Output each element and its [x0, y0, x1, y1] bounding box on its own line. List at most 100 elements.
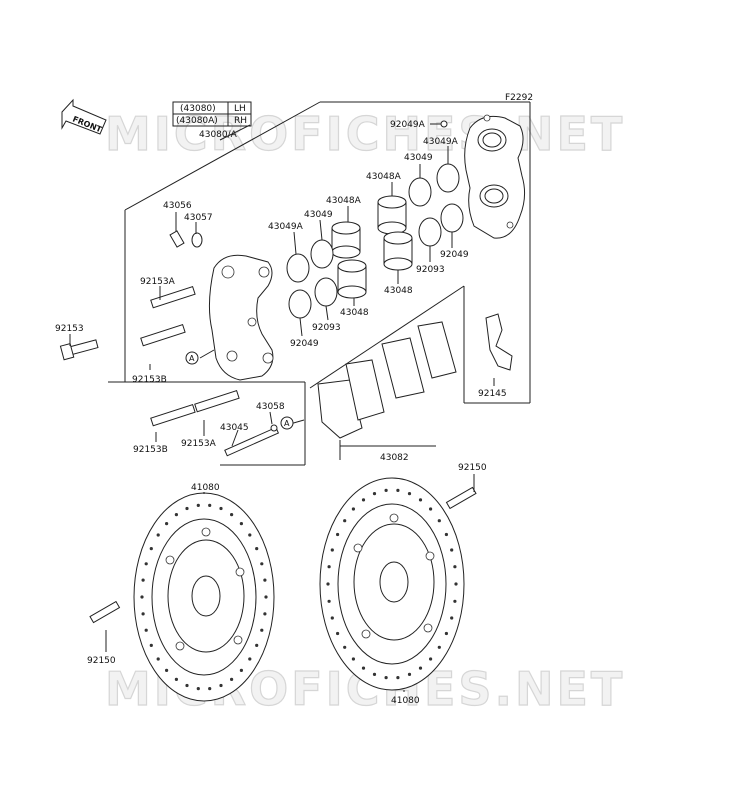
bolt-92153b-bot	[150, 403, 196, 427]
legend-part-rh: (43080A)	[176, 116, 218, 126]
callout-43045: 43045	[220, 423, 249, 433]
rotor-drill-hole	[230, 513, 234, 517]
ref-mark-a-right: A	[280, 416, 294, 430]
rotor-drill-hole	[141, 578, 145, 582]
legend-caption: 43080/A	[199, 130, 238, 140]
rotor-drill-hole	[444, 631, 448, 636]
callout-92093-right: 92093	[416, 265, 445, 275]
bleeder-valve-43056	[169, 230, 185, 248]
front-arrow-icon: FRONT	[61, 98, 107, 135]
callout-43049a-mid: 43049A	[268, 222, 304, 232]
caliper-lh-half	[208, 254, 274, 381]
callout-43048-mid: 43048	[340, 308, 369, 318]
seal-43049a-top	[436, 163, 460, 193]
callout-92153a-bot: 92153A	[181, 439, 217, 449]
watermark-top: MICROFICHES.NET	[105, 107, 625, 161]
leader-lines	[69, 123, 495, 692]
rotor-drill-hole	[336, 631, 340, 636]
legend-part-lh: (43080)	[180, 104, 216, 114]
rotor-drill-hole	[336, 532, 340, 537]
callout-41080-right: 41080	[391, 696, 420, 706]
callout-92153a-top: 92153A	[140, 277, 176, 287]
rotor-drill-hole	[149, 643, 153, 648]
seal-92093-mid	[314, 277, 338, 307]
rotor-drill-hole	[429, 507, 433, 511]
rotor-drill-hole	[208, 687, 212, 691]
rotor-drill-hole	[326, 582, 330, 586]
rotor-drill-hole	[260, 628, 264, 632]
pin-43045	[224, 426, 280, 457]
rotor-drill-hole	[343, 645, 347, 649]
rotor-drill-hole	[196, 503, 200, 507]
piston-set	[331, 195, 413, 299]
seal-43049-mid	[310, 239, 334, 269]
caliper-rh-half	[464, 114, 526, 239]
callout-92150-left: 92150	[87, 656, 116, 666]
oring-43058	[270, 424, 278, 432]
rotor-drill-hole	[327, 565, 331, 569]
rotor-drill-hole	[174, 513, 178, 517]
callout-43058: 43058	[256, 402, 285, 412]
rotor-drill-hole	[453, 599, 457, 603]
bolts	[59, 285, 477, 624]
rotor-drill-hole	[384, 676, 388, 680]
rotor-drill-hole	[372, 672, 377, 677]
rotor-drill-hole	[140, 595, 144, 599]
rotor-drill-hole	[407, 492, 412, 496]
rotor-drill-hole	[165, 668, 169, 673]
rotor-drill-hole	[453, 565, 457, 569]
callout-41080-left: 41080	[191, 483, 220, 493]
callout-43082: 43082	[380, 453, 409, 463]
rotor-drill-hole	[156, 657, 160, 661]
piston-43048a-mid	[331, 221, 361, 259]
callout-92049-mid: 92049	[290, 339, 319, 349]
pad-right	[381, 337, 425, 399]
seal-rings	[286, 163, 464, 319]
ref-mark-a-right-label: A	[284, 419, 290, 428]
rotor-drill-hole	[384, 488, 388, 492]
pad-shim-left	[317, 379, 363, 439]
callout-43049-top: 43049	[404, 153, 433, 163]
seal-43049a-mid	[286, 253, 310, 283]
rotor-drill-hole	[351, 657, 355, 661]
ref-mark-a-left-label: A	[189, 354, 195, 363]
rotor-drill-hole	[239, 522, 243, 526]
legend-side-lh: LH	[234, 104, 246, 114]
callout-92150-right: 92150	[458, 463, 487, 473]
rotor-drill-hole	[454, 582, 458, 586]
rotor-drill-hole	[437, 645, 441, 649]
bolt-92153a-top	[150, 285, 196, 309]
callout-43048a-mid: 43048A	[326, 196, 362, 206]
rotor-drill-hole	[450, 616, 454, 620]
rotor-drill-hole	[255, 547, 259, 551]
pad-shim-right	[417, 321, 457, 379]
rotor-drill-hole	[156, 533, 160, 537]
callout-43057: 43057	[184, 213, 213, 223]
rotor-drill-hole	[248, 657, 252, 661]
rotor-drill-hole	[396, 676, 400, 680]
rotor-bolt-92150-right	[445, 486, 477, 510]
callout-43049-mid: 43049	[304, 210, 333, 220]
rotor-drill-hole	[219, 683, 223, 688]
legend-table: (43080) LH (43080A) RH 43080/A	[172, 101, 252, 140]
pad-left	[345, 359, 385, 421]
callout-92153b-bot: 92153B	[133, 445, 168, 455]
rotor-drill-hole	[330, 616, 334, 620]
bleeder-cap-43057	[191, 232, 203, 248]
brake-pads	[317, 321, 457, 439]
rotor-drill-hole	[372, 492, 377, 496]
rotor-drill-hole	[450, 548, 454, 552]
rotor-drill-hole	[248, 533, 252, 537]
rotor-drill-hole	[343, 519, 347, 523]
rotor-bolt-92150-left	[89, 600, 121, 624]
seal-92049-right	[440, 203, 464, 233]
ref-mark-a-left: A	[185, 351, 199, 365]
rotor-drill-hole	[437, 519, 441, 523]
rotor-drill-hole	[418, 498, 423, 502]
rotor-drill-hole	[219, 506, 223, 511]
callout-92093-mid: 92093	[312, 323, 341, 333]
rotor-drill-hole	[361, 498, 366, 502]
piston-43048a-top	[377, 195, 407, 235]
washer-92049a	[440, 120, 448, 128]
